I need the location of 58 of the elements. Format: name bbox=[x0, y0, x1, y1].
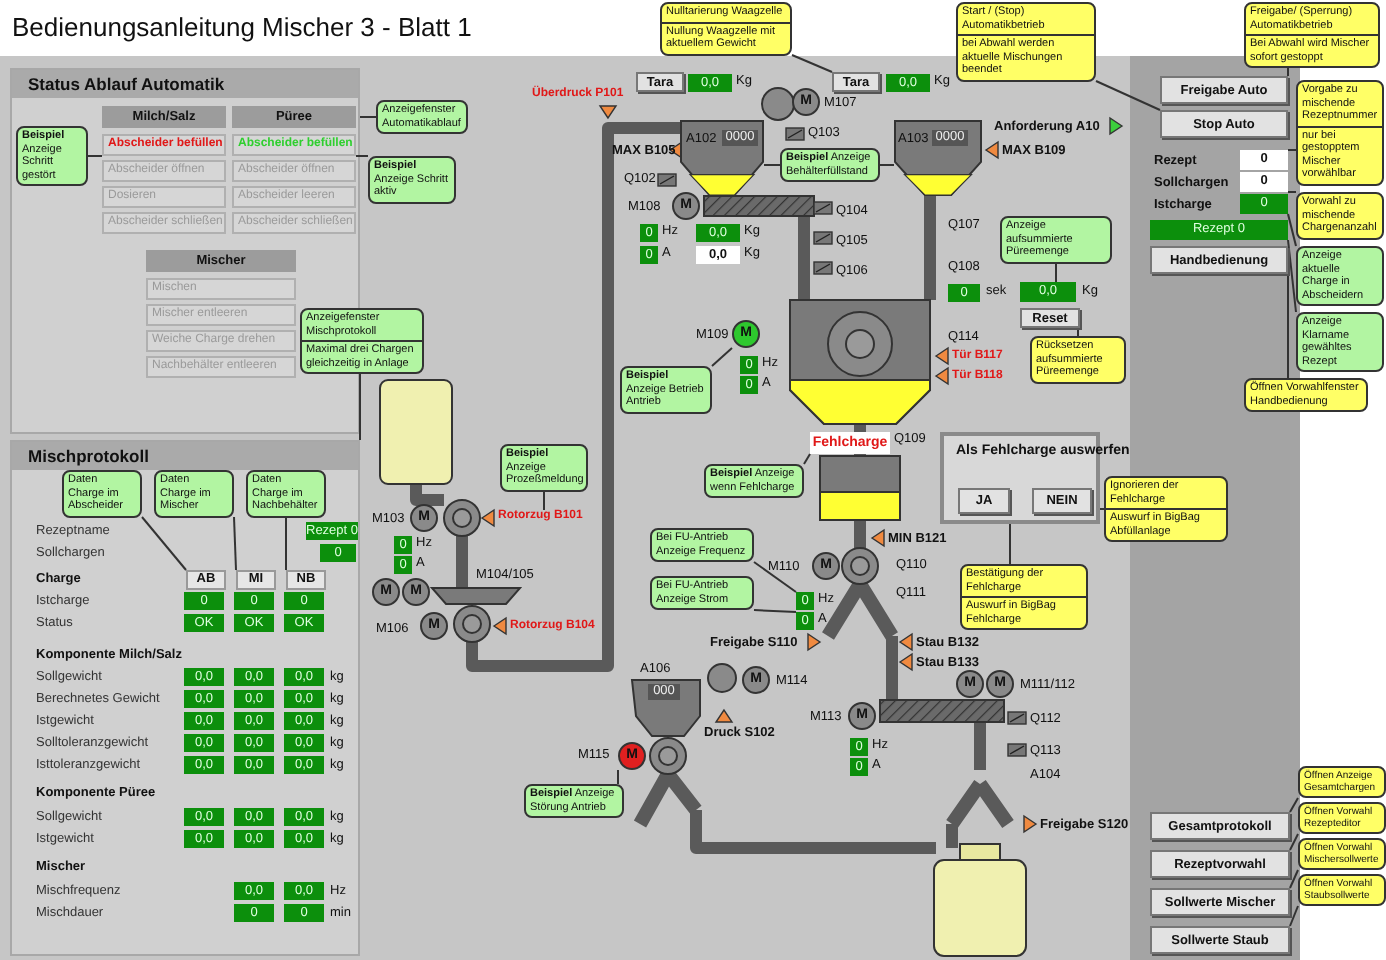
callout-box bbox=[376, 100, 468, 134]
callout-box bbox=[1296, 312, 1384, 372]
callout-box bbox=[1296, 246, 1384, 306]
leader-line bbox=[355, 155, 369, 157]
leader-line bbox=[879, 164, 895, 166]
leader-line bbox=[87, 155, 103, 157]
leader-line bbox=[1287, 67, 1289, 77]
callout-box bbox=[1298, 874, 1386, 906]
callout-box bbox=[1298, 838, 1386, 870]
leader-line bbox=[753, 609, 797, 613]
page-title: Bedienungsanleitung Mischer 3 - Blatt 1 bbox=[12, 12, 472, 42]
hopper-symbol bbox=[894, 120, 982, 196]
callout-box bbox=[650, 576, 754, 610]
leader-line bbox=[359, 373, 361, 441]
callout-box bbox=[524, 784, 624, 818]
leader-line bbox=[359, 116, 377, 118]
callout-box bbox=[1298, 802, 1386, 834]
panel-title: Status Ablauf Automatik bbox=[12, 70, 358, 98]
leader-line bbox=[233, 516, 237, 571]
leader-line bbox=[1287, 149, 1297, 151]
leader-line bbox=[753, 561, 797, 593]
callout-box bbox=[1244, 378, 1368, 412]
callout-box bbox=[1298, 766, 1386, 798]
leader-line bbox=[617, 769, 619, 785]
callout-box bbox=[1296, 80, 1384, 185]
leader-line bbox=[803, 453, 811, 465]
leader-line bbox=[711, 347, 733, 367]
callout-box bbox=[960, 564, 1088, 630]
callout-box bbox=[300, 308, 424, 374]
leader-line bbox=[1289, 797, 1299, 813]
callout-box bbox=[154, 470, 234, 517]
leader-line bbox=[1055, 262, 1057, 283]
leader-line bbox=[1287, 213, 1297, 247]
leader-line bbox=[1077, 327, 1079, 337]
callout-box bbox=[1104, 476, 1228, 542]
callout-box bbox=[62, 470, 142, 517]
leader-line bbox=[791, 54, 833, 73]
leader-line bbox=[1287, 273, 1289, 379]
leader-line bbox=[1289, 905, 1299, 927]
leader-line bbox=[543, 490, 545, 511]
leader-line bbox=[285, 516, 287, 571]
callout-box bbox=[704, 464, 804, 498]
callout-box bbox=[780, 148, 880, 182]
leader-line bbox=[1095, 80, 1161, 111]
callout-box bbox=[16, 126, 88, 186]
callout-box bbox=[650, 528, 754, 562]
leader-line bbox=[1289, 869, 1299, 889]
callout-box bbox=[1244, 2, 1380, 68]
callout-box bbox=[1030, 336, 1126, 383]
callout-box bbox=[956, 2, 1096, 81]
leader-line bbox=[1287, 191, 1297, 193]
leader-line bbox=[763, 164, 781, 166]
callout-box bbox=[1000, 216, 1112, 263]
callout-box bbox=[660, 2, 792, 55]
leader-line bbox=[1287, 239, 1297, 313]
panel-title: Mischprotokoll bbox=[12, 442, 358, 470]
leader-line bbox=[1289, 833, 1299, 851]
hopper-symbol bbox=[680, 120, 764, 196]
